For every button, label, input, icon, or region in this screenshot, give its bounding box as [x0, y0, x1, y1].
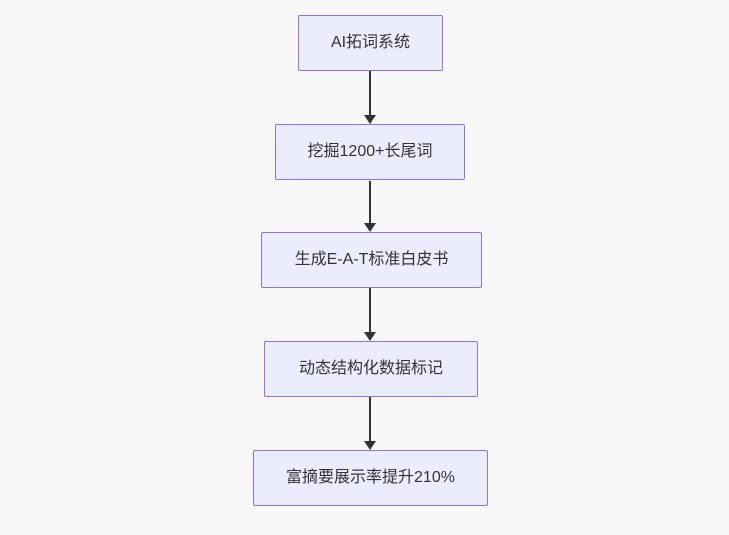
arrow-down-icon [364, 332, 376, 341]
arrow-down-icon [364, 441, 376, 450]
flow-node-structured-data-markup: 动态结构化数据标记 [264, 341, 478, 397]
edge-2-3 [364, 181, 377, 232]
arrow-line [369, 397, 371, 442]
flow-node-label: 生成E-A-T标准白皮书 [294, 251, 449, 268]
flow-node-longtail-mining: 挖掘1200+长尾词 [275, 124, 465, 180]
flow-node-eat-whitepaper: 生成E-A-T标准白皮书 [261, 232, 482, 288]
edge-1-2 [364, 71, 377, 124]
arrow-line [369, 181, 371, 224]
arrow-down-icon [364, 223, 376, 232]
edge-3-4 [364, 288, 377, 341]
arrow-line [369, 71, 371, 116]
arrow-line [369, 288, 371, 333]
arrow-down-icon [364, 115, 376, 124]
edge-4-5 [364, 397, 377, 450]
flow-node-label: 富摘要展示率提升210% [286, 469, 455, 486]
flow-node-rich-snippet-uplift: 富摘要展示率提升210% [253, 450, 488, 506]
flow-node-label: 挖掘1200+长尾词 [307, 143, 433, 160]
flow-node-label: AI拓词系统 [330, 34, 411, 51]
flow-node-label: 动态结构化数据标记 [298, 360, 443, 377]
flow-node-ai-word-expansion: AI拓词系统 [298, 15, 443, 71]
